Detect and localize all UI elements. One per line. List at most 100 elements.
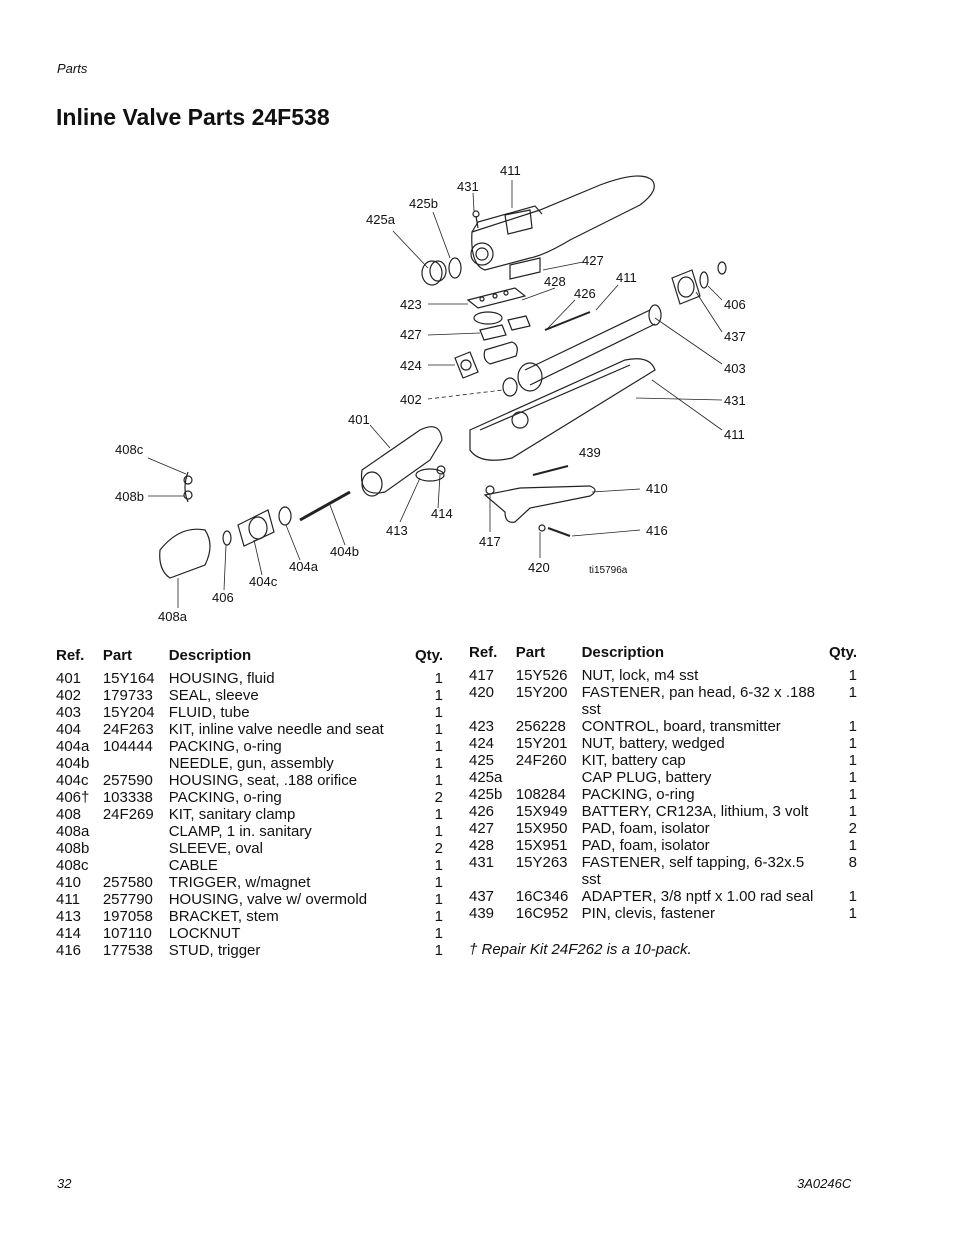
qty-cell: 2 bbox=[434, 840, 443, 857]
description-cell: TRIGGER, w/magnet bbox=[168, 874, 311, 891]
part-cell bbox=[516, 701, 582, 718]
description-cell: KIT, battery cap bbox=[581, 752, 686, 769]
ref-cell: 420 bbox=[469, 684, 495, 701]
description-cell: PACKING, o-ring bbox=[581, 786, 695, 803]
qty-cell: 1 bbox=[434, 925, 443, 942]
qty-cell: 1 bbox=[434, 942, 443, 959]
qty-cell: 1 bbox=[434, 670, 443, 687]
ref-cell: 410 bbox=[56, 874, 82, 891]
table-row: sst bbox=[469, 701, 857, 718]
ref-cell: 427 bbox=[469, 820, 495, 837]
callout: 414 bbox=[431, 506, 453, 521]
qty-cell: 1 bbox=[434, 738, 443, 755]
column-header-qty: Qty. bbox=[414, 647, 443, 664]
ref-cell: 428 bbox=[469, 837, 495, 854]
ref-cell: 406† bbox=[56, 789, 90, 806]
figure-id: ti15796a bbox=[589, 565, 628, 576]
qty-cell: 1 bbox=[848, 803, 857, 820]
callout: 431 bbox=[457, 179, 479, 194]
qty-cell: 1 bbox=[434, 908, 443, 925]
ref-cell: 431 bbox=[469, 854, 495, 871]
part-cell bbox=[103, 857, 169, 874]
callout: 408b bbox=[115, 489, 144, 504]
qty-cell bbox=[829, 701, 857, 718]
repair-kit-footnote: † Repair Kit 24F262 is a 10-pack. bbox=[469, 941, 692, 958]
callout: 427 bbox=[400, 327, 422, 342]
callout: 404a bbox=[289, 559, 319, 574]
ref-cell: 426 bbox=[469, 803, 495, 820]
ref-cell: 439 bbox=[469, 905, 495, 922]
callout: 417 bbox=[479, 534, 501, 549]
ref-cell bbox=[469, 701, 516, 718]
qty-cell: 1 bbox=[434, 772, 443, 789]
ref-cell: 414 bbox=[56, 925, 82, 942]
description-cell: PIN, clevis, fastener bbox=[581, 905, 715, 922]
qty-cell: 1 bbox=[848, 905, 857, 922]
column-header-ref: Ref. bbox=[56, 647, 85, 664]
callout: 406 bbox=[212, 590, 234, 605]
callout: 410 bbox=[646, 481, 668, 496]
description-cell: LOCKNUT bbox=[168, 925, 241, 942]
qty-cell: 1 bbox=[848, 718, 857, 735]
ref-cell: 437 bbox=[469, 888, 495, 905]
part-cell: 257580 bbox=[102, 874, 153, 891]
description-cell: CLAMP, 1 in. sanitary bbox=[168, 823, 312, 840]
ref-cell: 404c bbox=[56, 772, 89, 789]
part-cell bbox=[103, 755, 169, 772]
part-cell: 15Y526 bbox=[515, 667, 568, 684]
part-cell: 104444 bbox=[102, 738, 153, 755]
description-cell: CAP PLUG, battery bbox=[581, 769, 712, 786]
callout: 411 bbox=[724, 427, 745, 442]
ref-cell: 408b bbox=[56, 840, 90, 857]
qty-cell: 1 bbox=[434, 721, 443, 738]
callout: 404b bbox=[330, 544, 359, 559]
description-cell: HOUSING, fluid bbox=[168, 670, 275, 687]
ref-cell bbox=[469, 871, 516, 888]
callout: 427 bbox=[582, 253, 604, 268]
qty-cell: 1 bbox=[434, 687, 443, 704]
callout: 401 bbox=[348, 412, 370, 427]
table-header-row: Ref. Part Description Qty. bbox=[56, 646, 443, 670]
part-cell: 103338 bbox=[102, 789, 153, 806]
part-cell: 197058 bbox=[102, 908, 153, 925]
qty-cell: 1 bbox=[434, 823, 443, 840]
part-cell bbox=[103, 823, 169, 840]
part-cell: 15X951 bbox=[515, 837, 568, 854]
diagram-drawing bbox=[159, 175, 727, 579]
document-id: 3A0246C bbox=[797, 1176, 852, 1191]
qty-cell: 1 bbox=[434, 891, 443, 908]
callout: 431 bbox=[724, 393, 746, 408]
ref-cell: 425b bbox=[469, 786, 503, 803]
callout-labels: 411 431 425b 425a 427 428 426 411 423 42… bbox=[115, 163, 746, 624]
table-row: 439 16C952 PIN, clevis, fastener 1 bbox=[469, 905, 857, 922]
qty-cell: 1 bbox=[848, 769, 857, 786]
description-cell: BATTERY, CR123A, lithium, 3 volt bbox=[581, 803, 809, 820]
callout: 403 bbox=[724, 361, 746, 376]
part-cell: 16C952 bbox=[515, 905, 569, 922]
table-header-row: Ref. Part Description Qty. bbox=[469, 643, 857, 667]
description-cell: KIT, sanitary clamp bbox=[168, 806, 296, 823]
part-cell: 15Y201 bbox=[515, 735, 568, 752]
ref-cell: 413 bbox=[56, 908, 82, 925]
part-cell bbox=[516, 769, 582, 786]
qty-cell: 8 bbox=[848, 854, 857, 871]
callout: 428 bbox=[544, 274, 566, 289]
part-cell: 24F260 bbox=[515, 752, 567, 769]
part-cell: 15X950 bbox=[515, 820, 568, 837]
qty-cell: 1 bbox=[848, 735, 857, 752]
description-cell: sst bbox=[581, 701, 601, 718]
